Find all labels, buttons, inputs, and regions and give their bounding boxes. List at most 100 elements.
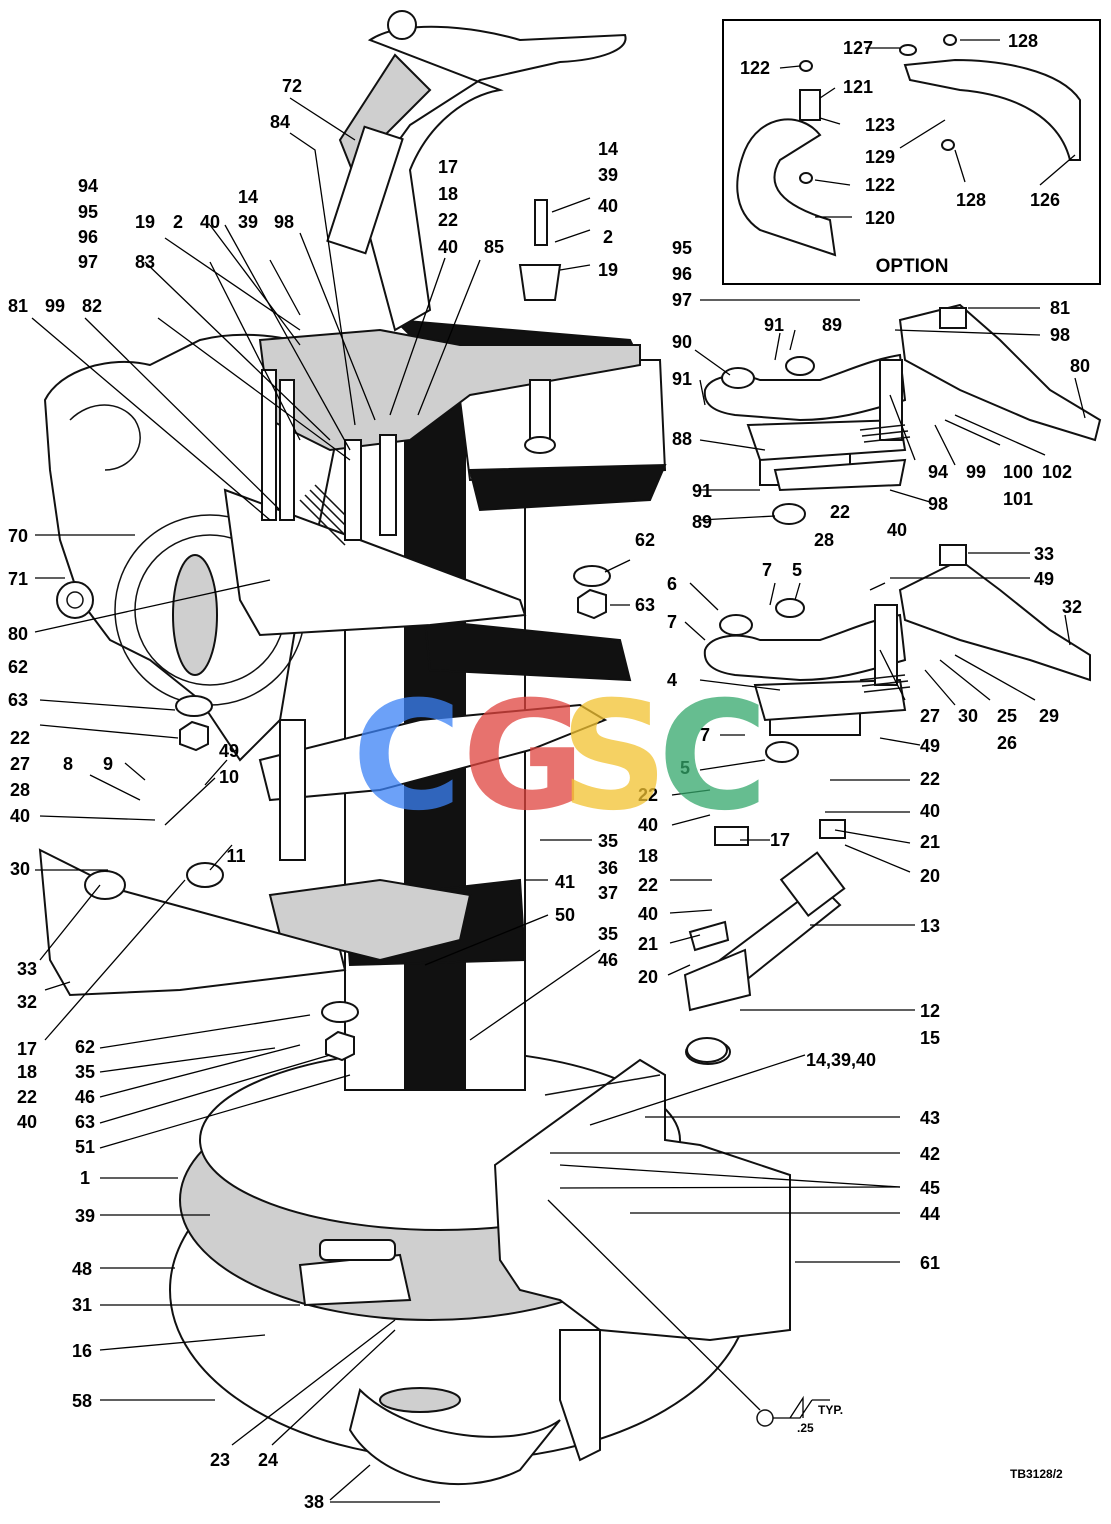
callout-41: 41 (555, 872, 575, 892)
callout-126: 126 (1030, 190, 1060, 210)
callout-99: 99 (45, 296, 65, 316)
watermark-logo: C G S C (352, 670, 768, 844)
callout-122: 122 (740, 58, 770, 78)
callout-22: 22 (830, 502, 850, 522)
callout-80: 80 (1070, 356, 1090, 376)
callout-22: 22 (17, 1087, 37, 1107)
callout-9: 9 (103, 754, 113, 774)
callout-43: 43 (920, 1108, 940, 1128)
callout-49: 49 (219, 741, 239, 761)
callout-85: 85 (484, 237, 504, 257)
callout-labels: 72 84 94 95 96 97 14 39 19 2 40 98 83 81… (8, 31, 1090, 1512)
callout-8: 8 (63, 754, 73, 774)
callout-17: 17 (438, 157, 458, 177)
callout-36: 36 (598, 858, 618, 878)
callout-84: 84 (270, 112, 290, 132)
callout-96: 96 (78, 227, 98, 247)
callout-22: 22 (638, 875, 658, 895)
lower-link-assembly (703, 544, 1091, 763)
callout-40: 40 (200, 212, 220, 232)
option-title: OPTION (876, 256, 949, 277)
callout-123: 123 (865, 115, 895, 135)
callout-22: 22 (638, 785, 658, 805)
callout-35: 35 (598, 924, 618, 944)
callout-1: 1 (80, 1168, 90, 1188)
callout-22: 22 (438, 210, 458, 230)
option-inset: OPTION (722, 19, 1101, 285)
weld-size: .25 (797, 1421, 814, 1435)
callout-62: 62 (635, 530, 655, 550)
callout-37: 37 (598, 883, 618, 903)
callout-97: 97 (672, 290, 692, 310)
callout-127: 127 (843, 38, 873, 58)
callout-63: 63 (75, 1112, 95, 1132)
upper-arm-plate (223, 328, 641, 637)
callout-70: 70 (8, 526, 28, 546)
watermark-letter-1: C (352, 670, 462, 844)
callout-50: 50 (555, 905, 575, 925)
callout-4: 4 (667, 670, 677, 690)
upper-support-arm (326, 10, 627, 332)
callout-38: 38 (304, 1492, 324, 1512)
rotor-disc (169, 1049, 751, 1486)
callout-39: 39 (598, 165, 618, 185)
callout-102: 102 (1042, 462, 1072, 482)
weld-typ: TYP. (818, 1403, 843, 1417)
callout-61: 61 (920, 1253, 940, 1273)
callout-40: 40 (887, 520, 907, 540)
callout-19: 19 (135, 212, 155, 232)
callout-19: 19 (598, 260, 618, 280)
callout-35: 35 (75, 1062, 95, 1082)
callout-18: 18 (17, 1062, 37, 1082)
callout-91: 91 (672, 369, 692, 389)
callout-95: 95 (78, 202, 98, 222)
callout-30: 30 (958, 706, 978, 726)
callout-89: 89 (692, 512, 712, 532)
callout-99: 99 (966, 462, 986, 482)
drawing-reference: TB3128/2 (1010, 1467, 1063, 1481)
callout-46: 46 (75, 1087, 95, 1107)
callout-33: 33 (1034, 544, 1054, 564)
callout-91: 91 (692, 481, 712, 501)
callout-82: 82 (82, 296, 102, 316)
callout-20: 20 (920, 866, 940, 886)
callout-32: 32 (17, 992, 37, 1012)
callout-95: 95 (672, 238, 692, 258)
callout-39: 39 (75, 1206, 95, 1226)
callout-94: 94 (78, 176, 98, 196)
callout-7: 7 (762, 560, 772, 580)
callout-62: 62 (75, 1037, 95, 1057)
callout-72: 72 (282, 76, 302, 96)
callout-44: 44 (920, 1204, 940, 1224)
callout-80: 80 (8, 624, 28, 644)
callout-48: 48 (72, 1259, 92, 1279)
callout-58: 58 (72, 1391, 92, 1411)
callout-39: 39 (238, 212, 258, 232)
callout-97: 97 (78, 252, 98, 272)
callout-91: 91 (764, 315, 784, 335)
callout-42: 42 (920, 1144, 940, 1164)
callout-63: 63 (8, 690, 28, 710)
callout-22: 22 (920, 769, 940, 789)
callout-27: 27 (10, 754, 30, 774)
callout-14: 14 (238, 187, 258, 207)
callout-2: 2 (173, 212, 183, 232)
callout-21: 21 (638, 934, 658, 954)
callout-51: 51 (75, 1137, 95, 1157)
callout-21: 21 (920, 832, 940, 852)
callout-27: 27 (920, 706, 940, 726)
callout-63: 63 (635, 595, 655, 615)
callout-90: 90 (672, 332, 692, 352)
callout-88: 88 (672, 429, 692, 449)
callout-101: 101 (1003, 489, 1033, 509)
callout-121: 121 (843, 77, 873, 97)
callout-98: 98 (274, 212, 294, 232)
callout-23: 23 (210, 1450, 230, 1470)
callout-98: 98 (1050, 325, 1070, 345)
callout-7: 7 (700, 725, 710, 745)
callout-14-39-40: 14,39,40 (806, 1050, 876, 1070)
callout-17: 17 (770, 830, 790, 850)
callout-40: 40 (17, 1112, 37, 1132)
callout-18: 18 (438, 184, 458, 204)
